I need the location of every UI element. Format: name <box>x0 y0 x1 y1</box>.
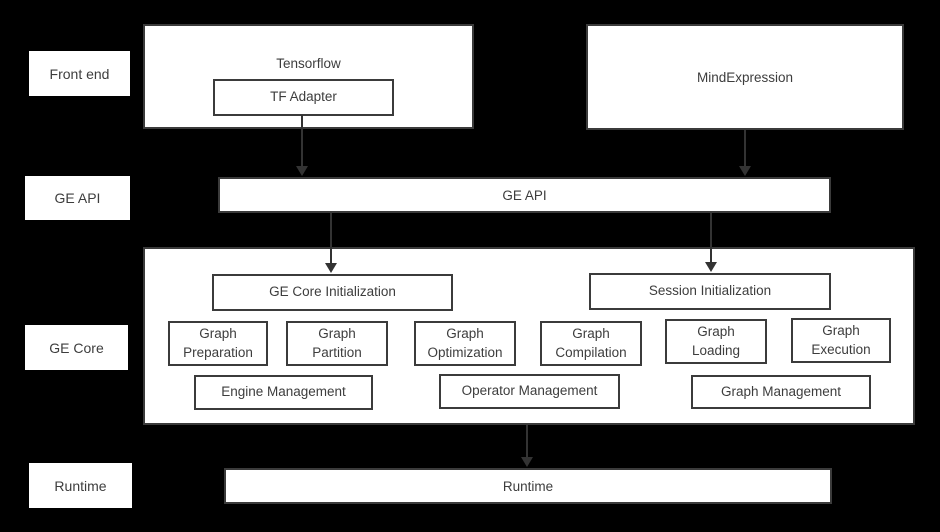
graph-execution-line1: Graph <box>822 322 860 338</box>
graph-compilation-box: Graph Compilation <box>540 321 642 366</box>
graph-execution-box: Graph Execution <box>791 318 891 363</box>
runtime-bar: Runtime <box>224 468 832 504</box>
mindexpression-box: MindExpression <box>586 24 904 130</box>
arrow-head-icon <box>325 263 337 273</box>
graph-preparation-box: Graph Preparation <box>168 321 268 366</box>
arrow-head-icon <box>521 457 533 467</box>
arrow-head-icon <box>739 166 751 176</box>
graph-loading-box: Graph Loading <box>665 319 767 364</box>
graph-preparation-line2: Preparation <box>183 344 253 360</box>
graph-partition-box: Graph Partition <box>286 321 388 366</box>
arrow-line <box>301 115 303 167</box>
graph-compilation-line1: Graph <box>572 325 610 341</box>
tensorflow-label: Tensorflow <box>276 56 341 71</box>
row-label-runtime: Runtime <box>29 463 132 508</box>
graph-loading-line2: Loading <box>691 342 741 358</box>
graph-preparation-line1: Graph <box>199 325 237 341</box>
graph-optimization-line1: Graph <box>446 325 484 341</box>
ge-core-initialization-box: GE Core Initialization <box>212 274 453 311</box>
arrow-head-icon <box>296 166 308 176</box>
tf-adapter-box: TF Adapter <box>213 79 394 116</box>
arrow-line <box>744 130 746 167</box>
graph-management-box: Graph Management <box>691 375 871 409</box>
session-initialization-box: Session Initialization <box>589 273 831 310</box>
tensorflow-box: Tensorflow TF Adapter <box>143 24 474 129</box>
row-label-ge-api: GE API <box>25 176 130 220</box>
ge-api-bar: GE API <box>218 177 831 213</box>
graph-optimization-box: Graph Optimization <box>414 321 516 366</box>
engine-management-box: Engine Management <box>194 375 373 410</box>
operator-management-box: Operator Management <box>439 374 620 409</box>
arrow-line <box>330 213 332 264</box>
graph-execution-line2: Execution <box>811 341 871 357</box>
row-label-front-end: Front end <box>29 51 130 96</box>
graph-partition-line1: Graph <box>318 325 356 341</box>
row-label-ge-core: GE Core <box>25 325 128 370</box>
arrow-line <box>526 425 528 459</box>
graph-optimization-line2: Optimization <box>427 344 503 360</box>
graph-partition-line2: Partition <box>312 344 362 360</box>
graph-loading-line1: Graph <box>697 323 735 339</box>
arrow-line <box>710 213 712 264</box>
arrow-head-icon <box>705 262 717 272</box>
graph-compilation-line2: Compilation <box>555 344 627 360</box>
